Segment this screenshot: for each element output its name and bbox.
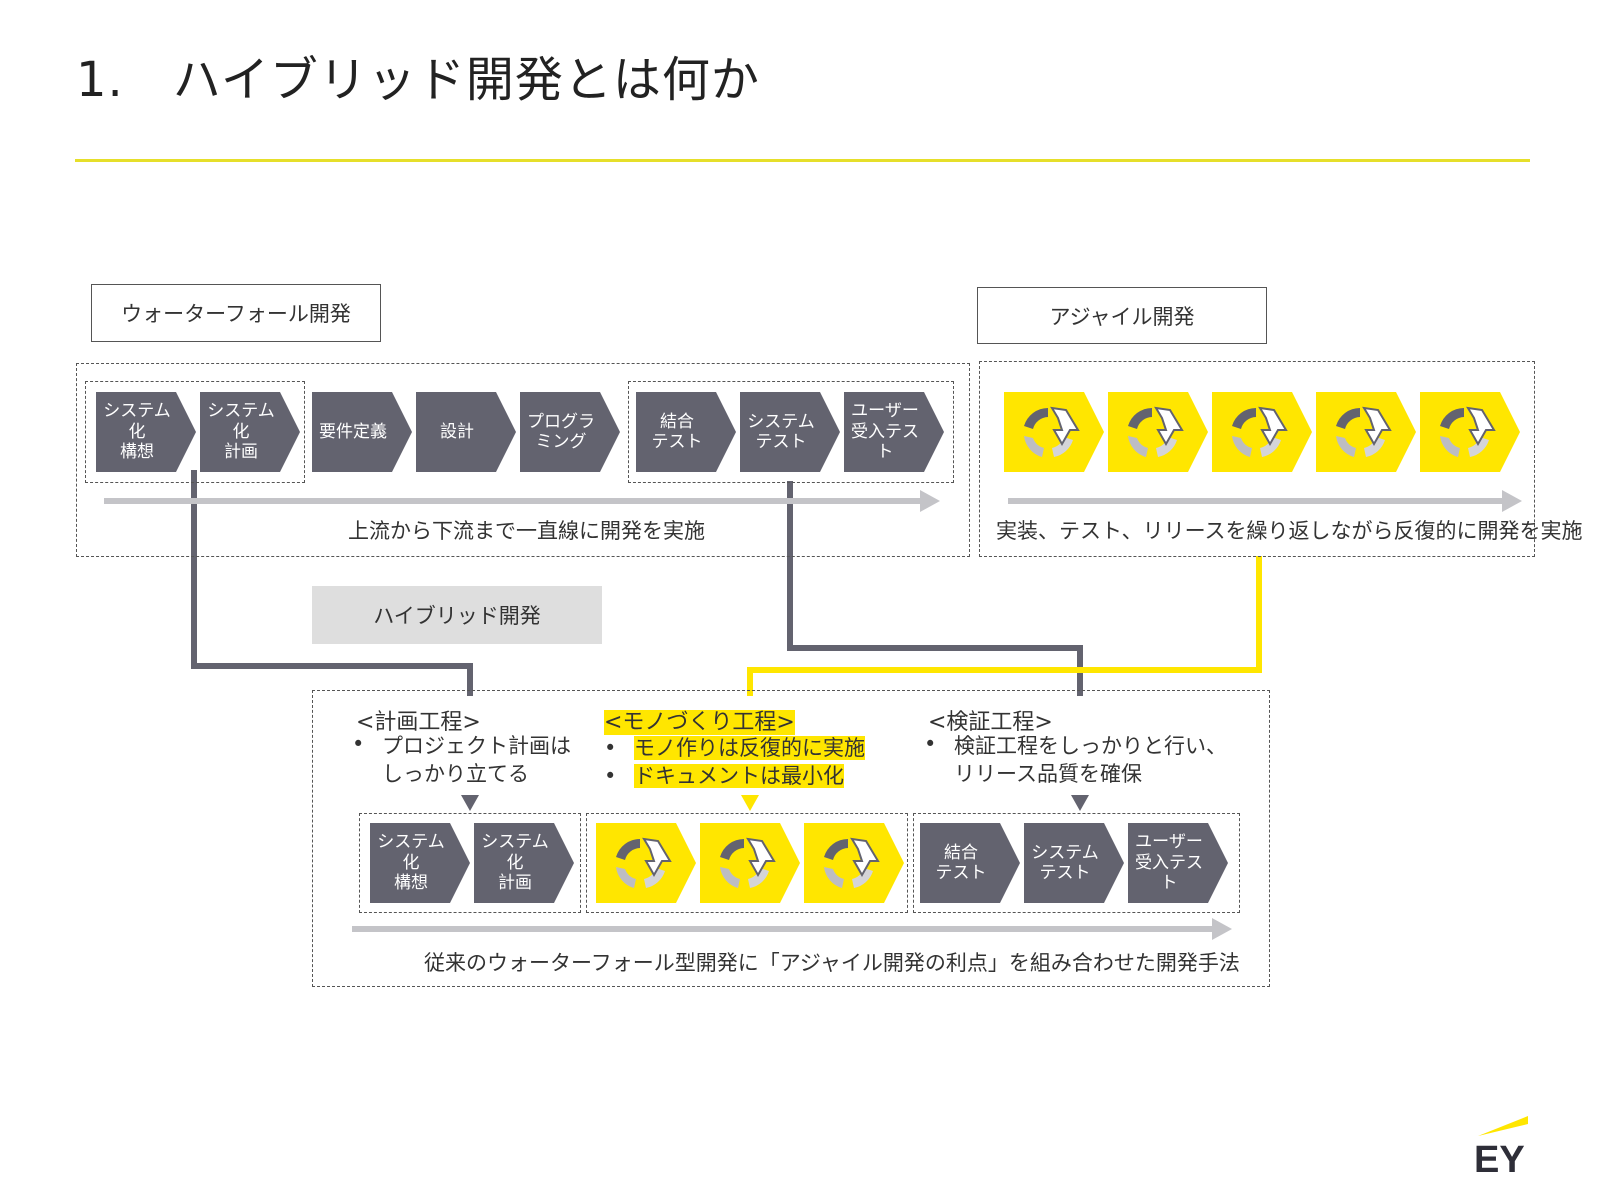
building-bullet-2-text: ドキュメントは最小化 (634, 764, 844, 788)
iteration-cycle-icon (1023, 407, 1079, 458)
hybrid-step-system-test: システム テスト (1024, 823, 1124, 903)
waterfall-label-text: ウォーターフォール開発 (121, 302, 351, 326)
hybrid-step-concept: システム化 構想 (370, 823, 470, 903)
ey-logo-text: EY (1474, 1139, 1525, 1180)
hybrid-iteration-2 (700, 823, 800, 903)
title-divider (75, 159, 1530, 162)
planning-bullet: •プロジェクト計画は しっかり立てる (352, 732, 571, 786)
waterfall-step-acceptance-test: ユーザー 受入テスト (844, 392, 944, 472)
planning-connector (191, 470, 473, 696)
agile-iteration-1 (1004, 392, 1104, 472)
building-bullet-1: •モノ作りは反復的に実施 (604, 736, 865, 760)
hybrid-label-text: ハイブリッド開発 (373, 604, 541, 628)
waterfall-step-programming: プログラ ミング (520, 392, 620, 472)
iteration-cycle-icon (1335, 407, 1391, 458)
hybrid-iteration-1 (596, 823, 696, 903)
agile-label-text: アジャイル開発 (1049, 304, 1195, 329)
iteration-cycle-icon (719, 838, 775, 889)
agile-container (979, 361, 1535, 557)
verification-bullet-text: 検証工程をしっかりと行い、 リリース品質を確保 (954, 734, 1227, 786)
ey-logo: EY (1474, 1116, 1528, 1180)
verification-bullet: •検証工程をしっかりと行い、 リリース品質を確保 (924, 732, 1227, 786)
agile-iteration-5 (1420, 392, 1520, 472)
waterfall-step-requirements: 要件定義 (312, 392, 412, 472)
waterfall-label: ウォーターフォール開発 (91, 284, 381, 342)
hybrid-label: ハイブリッド開発 (312, 586, 602, 644)
waterfall-container (76, 363, 970, 557)
agile-caption: 実装、テスト、リリースを繰り返しながら反復的に開発を実施 (996, 519, 1583, 543)
agile-iteration-3 (1212, 392, 1312, 472)
building-heading: <モノづくり工程> (604, 704, 795, 736)
agile-connector (747, 556, 1262, 696)
waterfall-step-concept: システム化 構想 (96, 392, 196, 472)
hybrid-step-integration-test: 結合 テスト (920, 823, 1020, 903)
iteration-cycle-icon (1127, 407, 1183, 458)
waterfall-caption: 上流から下流まで一直線に開発を実施 (348, 519, 705, 543)
waterfall-step-integration-test: 結合 テスト (636, 392, 736, 472)
iteration-cycle-icon (1439, 407, 1495, 458)
hybrid-flow-arrow (352, 918, 1232, 940)
verification-heading: <検証工程> (928, 710, 1053, 735)
waterfall-step-system-test: システム テスト (740, 392, 840, 472)
hybrid-caption: 従来のウォーターフォール型開発に「アジャイル開発の利点」を組み合わせた開発手法 (424, 951, 1240, 975)
building-heading-text: <モノづくり工程> (604, 710, 795, 735)
hybrid-step-planning: システム化 計画 (474, 823, 574, 903)
waterfall-test-group (628, 381, 954, 483)
building-bullet-1-text: モノ作りは反復的に実施 (634, 736, 865, 760)
planning-heading: <計画工程> (356, 710, 481, 735)
waterfall-step-design: 設計 (416, 392, 516, 472)
planning-bullet-text: プロジェクト計画は しっかり立てる (382, 734, 571, 786)
hybrid-iteration-3 (804, 823, 904, 903)
hybrid-build-group (586, 813, 908, 913)
planning-down-arrow (461, 795, 479, 811)
verification-down-arrow (1071, 795, 1089, 811)
agile-iteration-2 (1108, 392, 1208, 472)
iteration-cycle-icon (615, 838, 671, 889)
agile-flow-arrow (1008, 490, 1522, 512)
agile-iteration-4 (1316, 392, 1416, 472)
waterfall-flow-arrow (104, 490, 940, 512)
building-bullet-2: •ドキュメントは最小化 (604, 764, 844, 788)
page-title: 1. ハイブリッド開発とは何か (76, 52, 760, 108)
hybrid-plan-group (359, 813, 581, 913)
agile-label: アジャイル開発 (977, 287, 1267, 344)
hybrid-container (312, 690, 1270, 987)
iteration-cycle-icon (1231, 407, 1287, 458)
hybrid-verify-group (913, 813, 1240, 913)
hybrid-step-acceptance-test: ユーザー 受入テスト (1128, 823, 1228, 903)
waterfall-step-planning: システム化 計画 (200, 392, 300, 472)
building-down-arrow (741, 795, 759, 811)
iteration-cycle-icon (823, 838, 879, 889)
waterfall-plan-group (85, 381, 305, 483)
